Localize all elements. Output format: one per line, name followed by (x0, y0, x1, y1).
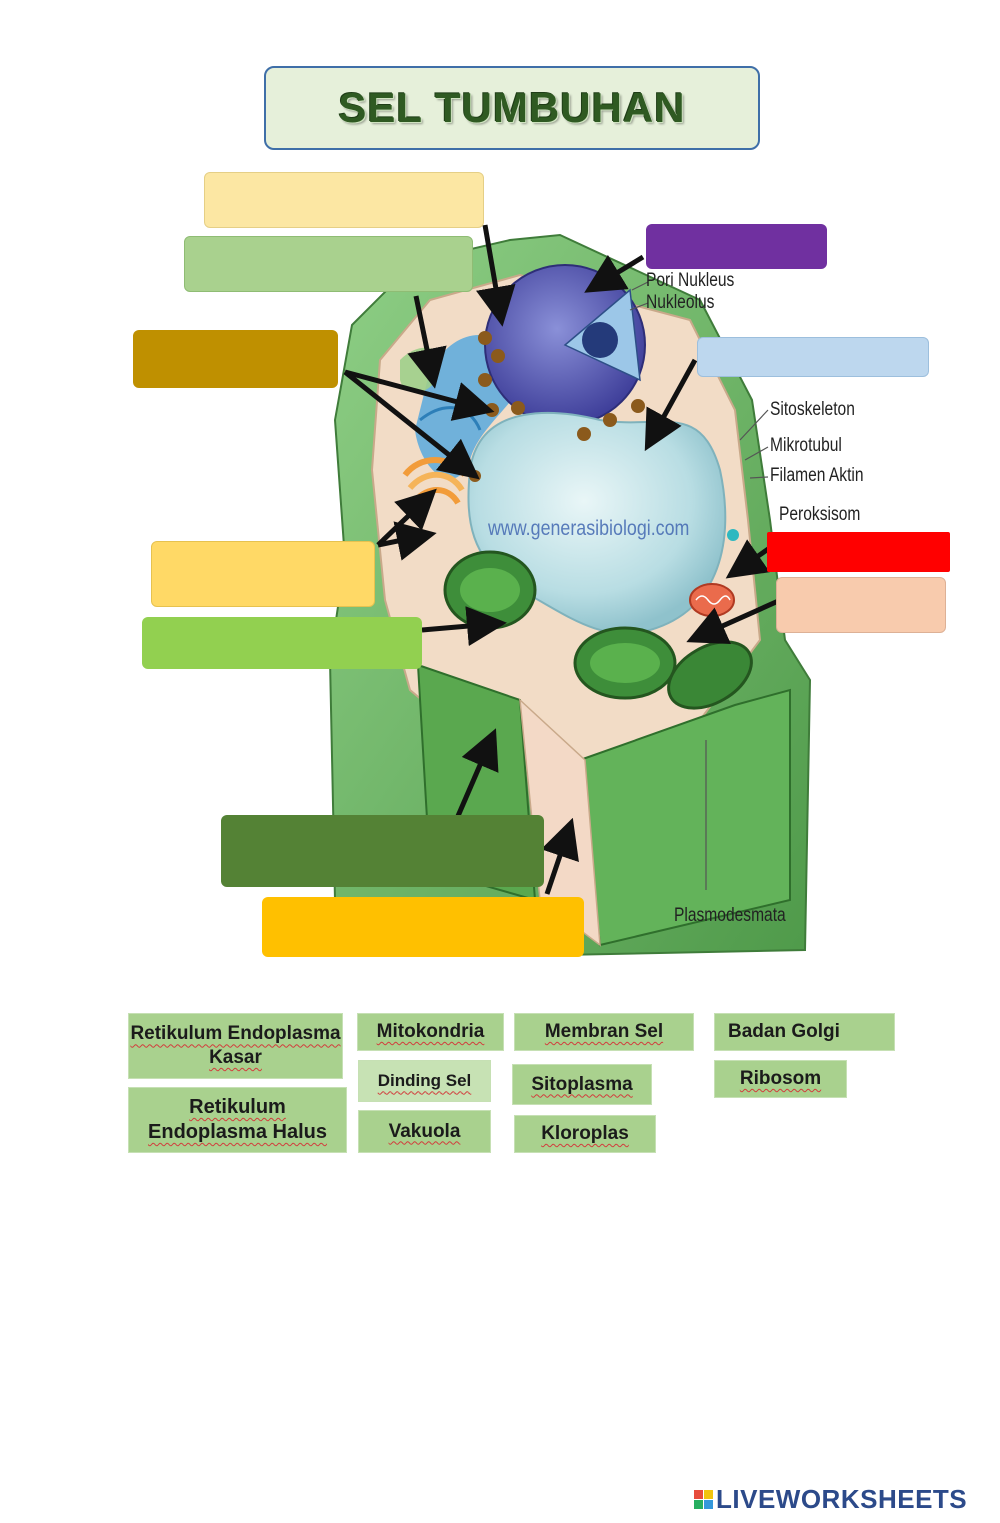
chip-dinding-sel[interactable]: Dinding Sel (358, 1060, 491, 1102)
drop-box-2[interactable] (184, 236, 473, 292)
label-mikrotubul: Mikrotubul (770, 435, 842, 457)
chip-membran-sel[interactable]: Membran Sel (514, 1013, 694, 1051)
label-nukleolus: Nukleolus (646, 292, 714, 314)
drop-box-8[interactable] (767, 532, 950, 572)
drop-box-3[interactable] (646, 224, 827, 269)
chip-retikulum-endoplasma-kasar[interactable]: Retikulum Endoplasma Kasar (128, 1013, 343, 1079)
drop-box-1[interactable] (204, 172, 484, 228)
chip-sitoplasma[interactable]: Sitoplasma (512, 1064, 652, 1105)
drop-box-7[interactable] (142, 617, 422, 669)
label-peroksisom: Peroksisom (779, 504, 860, 526)
chip-retikulum-endoplasma-halus[interactable]: Retikulum Endoplasma Halus (128, 1087, 347, 1153)
peroxisome-dot (727, 529, 739, 541)
label-plasmodesmata: Plasmodesmata (674, 905, 786, 927)
drop-box-4[interactable] (133, 330, 338, 388)
watermark-text: www.generasibiologi.com (488, 517, 689, 541)
label-pori-nukleus: Pori Nukleus (646, 270, 734, 292)
chip-mitokondria[interactable]: Mitokondria (357, 1013, 504, 1051)
drop-box-11[interactable] (262, 897, 584, 957)
chip-badan-golgi[interactable]: Badan Golgi (714, 1013, 895, 1051)
drop-box-5[interactable] (697, 337, 929, 377)
liveworksheets-logo-text: LIVEWORKSHEETS (716, 1484, 967, 1515)
chip-kloroplas[interactable]: Kloroplas (514, 1115, 656, 1153)
label-filamen-aktin: Filamen Aktin (770, 465, 864, 487)
liveworksheets-logo-icon (694, 1490, 713, 1509)
chip-vakuola[interactable]: Vakuola (358, 1110, 491, 1153)
chip-ribosom[interactable]: Ribosom (714, 1060, 847, 1098)
label-sitoskeleton: Sitoskeleton (770, 399, 855, 421)
drop-box-6[interactable] (151, 541, 375, 607)
liveworksheets-logo: LIVEWORKSHEETS (694, 1484, 967, 1514)
drop-box-10[interactable] (221, 815, 544, 887)
drop-box-9[interactable] (776, 577, 946, 633)
